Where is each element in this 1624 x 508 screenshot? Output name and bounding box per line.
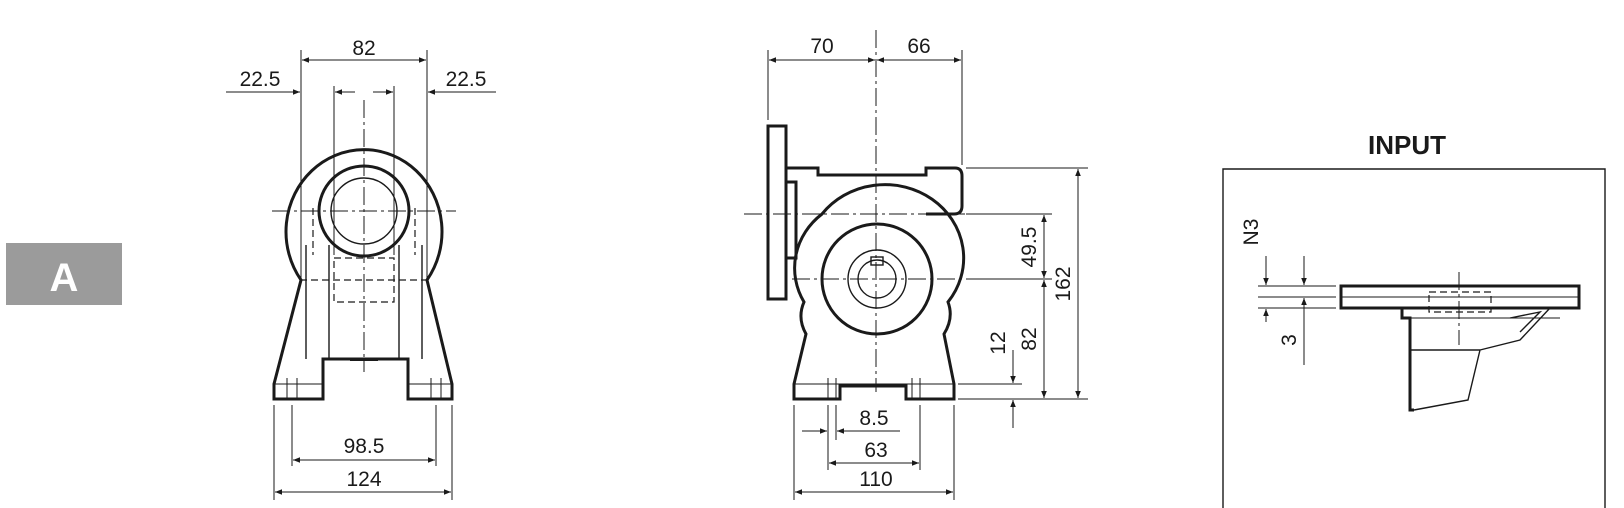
side-upper-housing xyxy=(786,166,964,216)
dim-12-label: 12 xyxy=(987,331,1010,354)
dim-82-axis-label: 82 xyxy=(1018,327,1041,350)
input-detail-frame xyxy=(1222,168,1606,508)
dim-162-label: 162 xyxy=(1052,266,1075,301)
section-badge: A xyxy=(6,243,122,305)
dim-22-5-right-label: 22.5 xyxy=(446,68,487,91)
dim-124-label: 124 xyxy=(346,468,381,491)
dim-n3-label: N3 xyxy=(1240,219,1263,246)
front-view: 82 22.5 22.5 98.5 124 xyxy=(226,37,496,500)
input-body xyxy=(1400,308,1414,412)
input-body-detail xyxy=(1410,307,1551,411)
badge-label: A xyxy=(50,256,79,300)
input-hidden-recess xyxy=(1428,291,1492,313)
dim-8-5-label: 8.5 xyxy=(859,407,888,430)
dim-3-label: 3 xyxy=(1278,334,1301,346)
side-view: 70 66 49.5 162 82 12 8.5 63 110 xyxy=(744,30,1088,500)
side-circle-mid xyxy=(847,249,907,309)
side-shaft-key xyxy=(870,256,884,266)
side-lower-housing xyxy=(792,183,966,401)
dim-49-5-label: 49.5 xyxy=(1018,227,1041,268)
dim-110-label: 110 xyxy=(859,468,892,491)
front-keyway-mark xyxy=(350,358,378,361)
dim-82-label: 82 xyxy=(352,37,375,60)
side-neck xyxy=(784,168,798,272)
dim-70-label: 70 xyxy=(810,35,833,58)
input-detail: INPUT N3 3 xyxy=(1222,130,1606,508)
dim-22-5-left-label: 22.5 xyxy=(240,68,281,91)
side-flange-plate xyxy=(766,124,788,301)
input-detail-title: INPUT xyxy=(1368,130,1446,160)
dim-63-label: 63 xyxy=(864,439,887,462)
dim-98-5-label: 98.5 xyxy=(344,435,385,458)
dim-66-label: 66 xyxy=(907,35,930,58)
badge-background xyxy=(6,243,122,305)
